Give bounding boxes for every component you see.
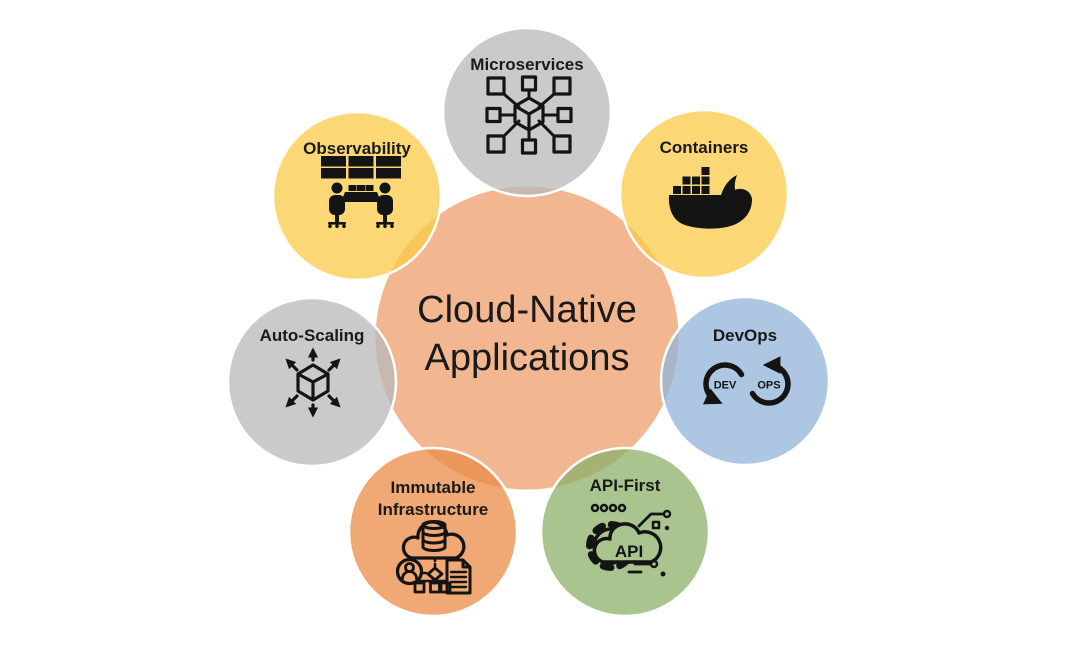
document-glyph <box>445 558 472 595</box>
node-microservices: Microservices <box>441 26 613 198</box>
devops-circle <box>659 295 831 467</box>
cloud-database-document-icon <box>395 520 472 595</box>
immutable-label-line-2: Infrastructure <box>378 500 489 519</box>
auto-scaling-label: Auto-Scaling <box>260 326 365 345</box>
node-api-first: API-First API <box>539 446 711 618</box>
node-observability: Observability <box>271 110 443 282</box>
node-immutable-infrastructure: Immutable Infrastructure <box>347 446 519 618</box>
center-title-line-2: Applications <box>425 337 630 379</box>
observability-label: Observability <box>303 139 411 158</box>
node-devops: DevOps DEV OPS <box>659 295 831 467</box>
cube-glyph <box>296 363 330 402</box>
microservices-label: Microservices <box>470 55 583 74</box>
api-icon-text: API <box>615 542 643 561</box>
whale-tail <box>721 175 737 195</box>
center-title-line-1: Cloud-Native <box>417 289 637 331</box>
devops-label: DevOps <box>713 326 777 345</box>
center-node: Cloud-Native Applications <box>372 183 682 493</box>
api-first-label: API-First <box>590 476 661 495</box>
node-auto-scaling: Auto-Scaling <box>226 296 398 468</box>
monitoring-control-room-icon <box>321 156 401 228</box>
containers-label: Containers <box>660 138 749 157</box>
api-cloud <box>592 522 663 564</box>
node-containers: Containers <box>618 108 790 280</box>
devops-icon-text-dev: DEV <box>714 380 737 392</box>
docker-whale-icon <box>668 167 752 229</box>
person-badge <box>395 557 424 586</box>
devops-icon-text-ops: OPS <box>757 380 780 392</box>
circuit-lines <box>627 512 665 574</box>
api-cloud-gear-icon: API <box>586 503 672 577</box>
immutable-label-line-1: Immutable <box>390 478 475 497</box>
cube-glyph <box>513 96 545 132</box>
microservices-network-icon <box>485 75 573 155</box>
database-cylinder <box>421 523 447 552</box>
cube-expand-arrows-icon <box>285 347 341 418</box>
devops-infinity-loop-icon: DEV OPS <box>702 356 791 406</box>
whale-body <box>668 188 752 229</box>
immutable-infrastructure-circle <box>347 446 519 618</box>
